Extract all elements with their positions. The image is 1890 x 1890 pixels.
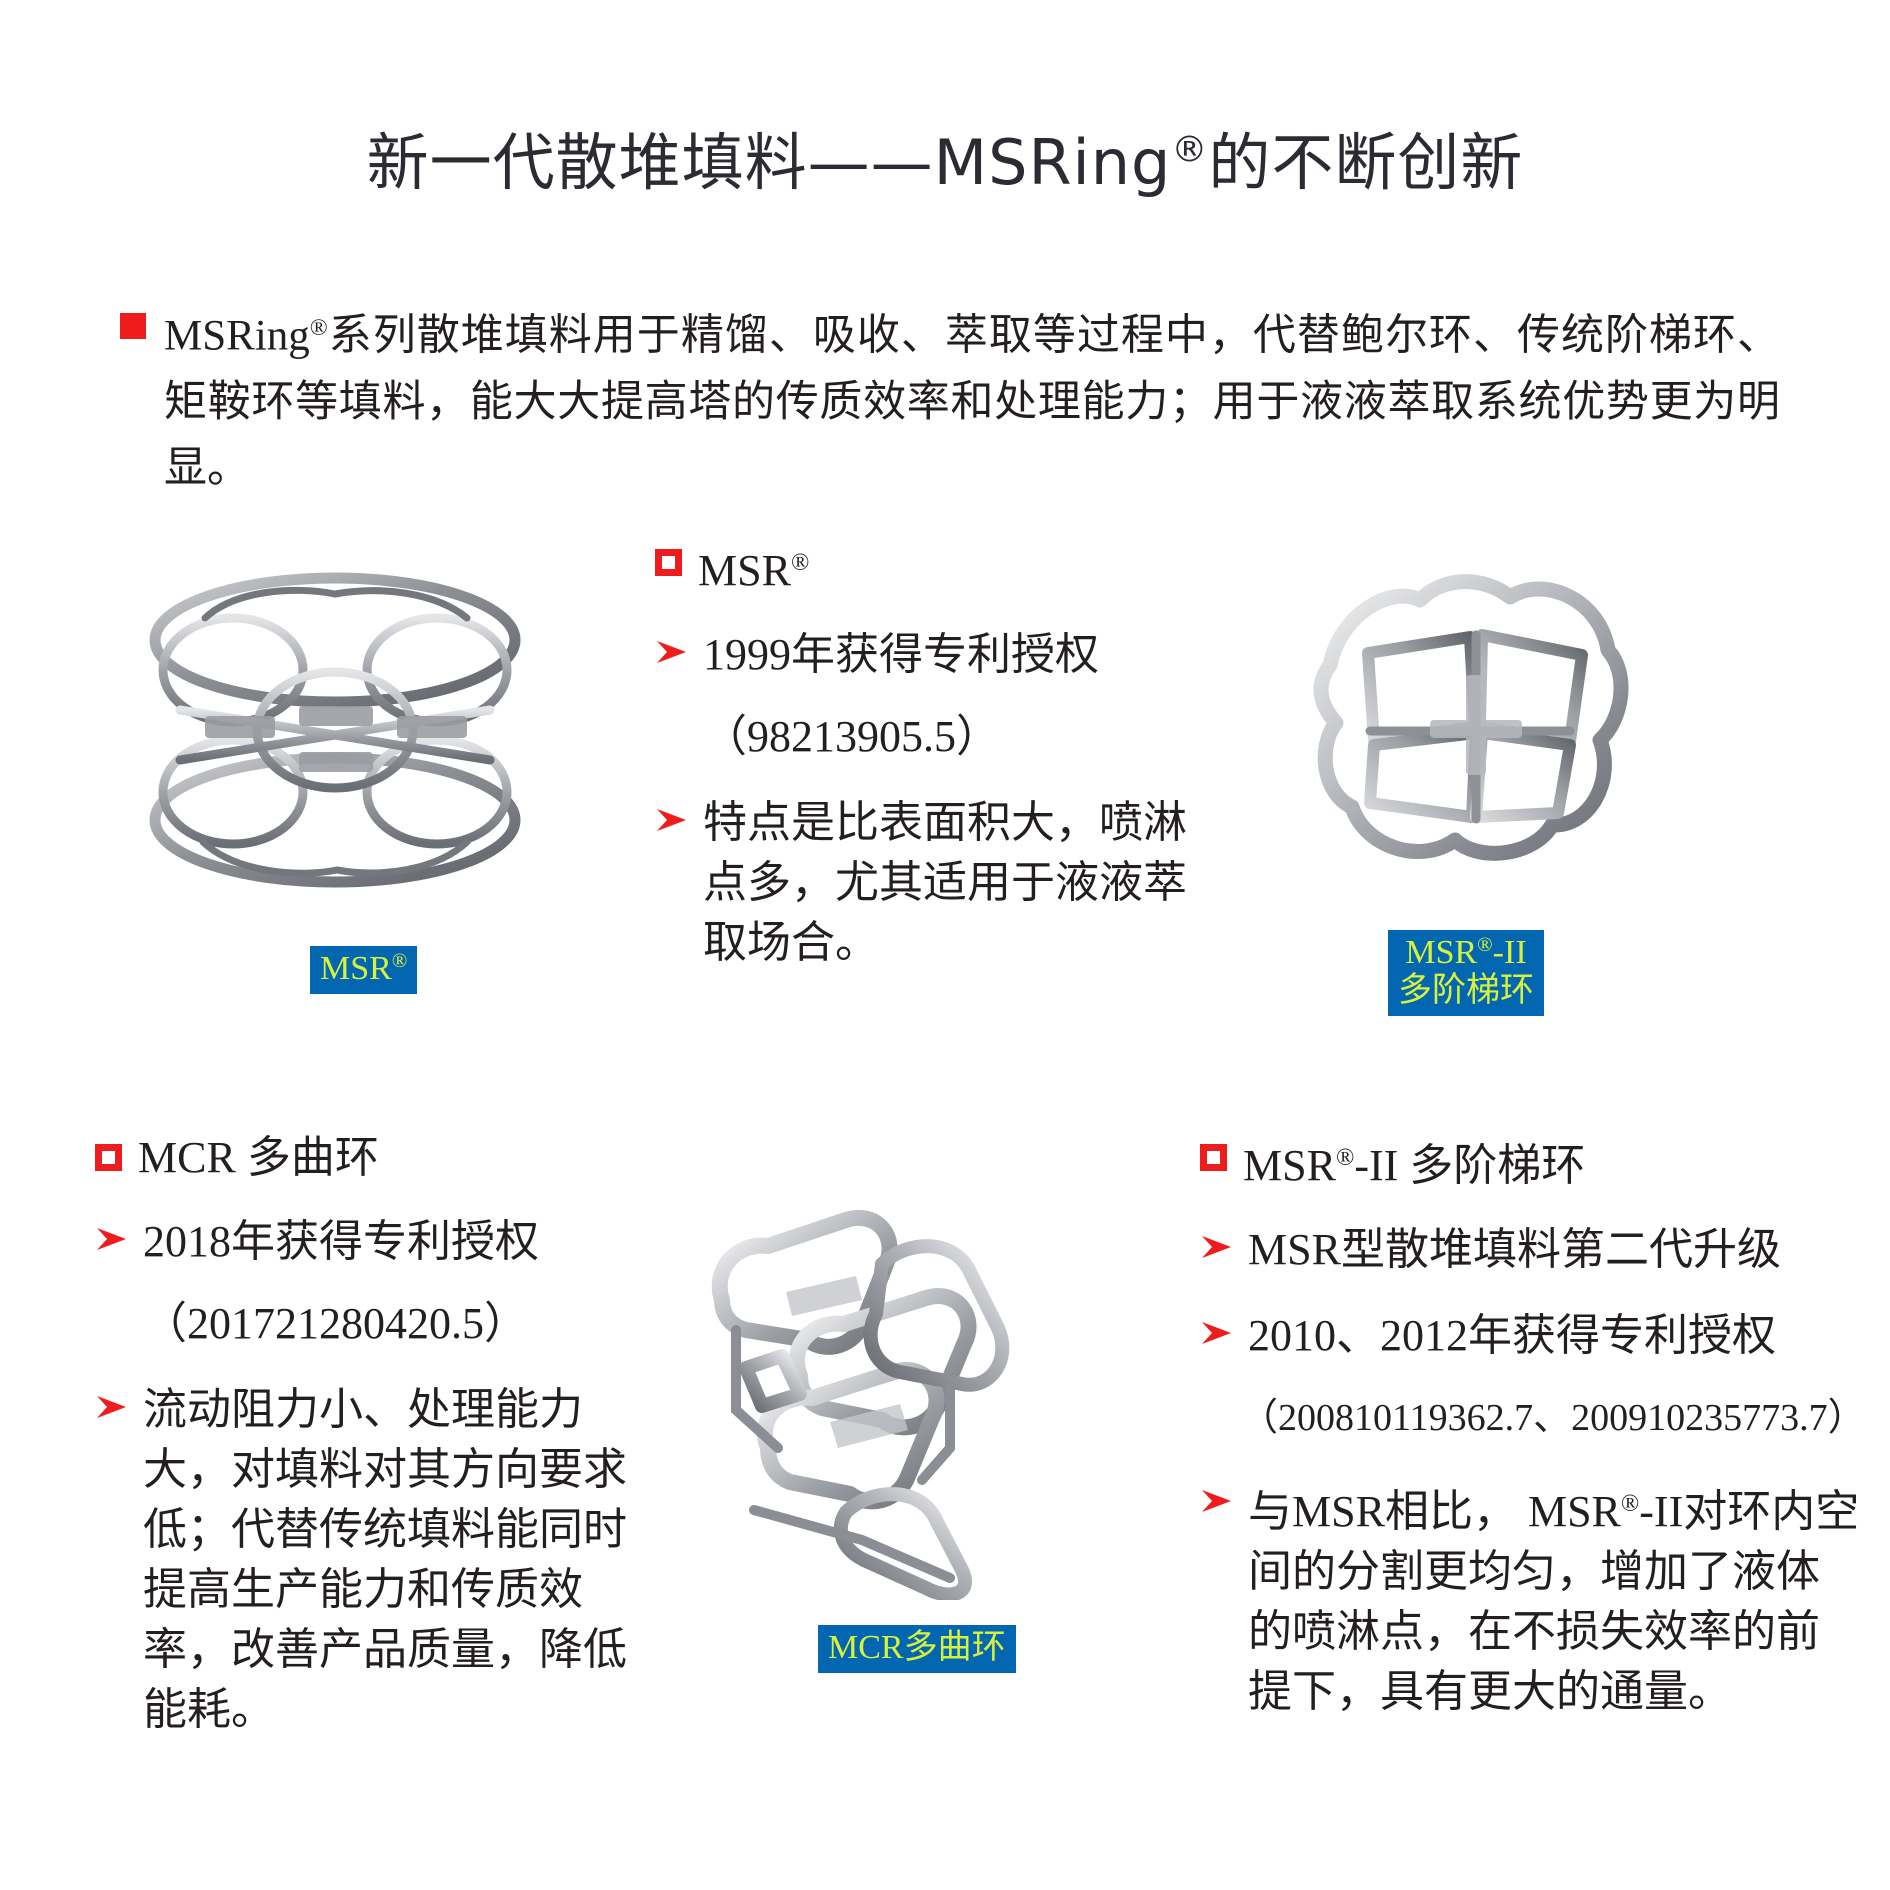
mcr-heading-row: MCR 多曲环 [95,1130,665,1186]
red-arrow-icon [95,1394,129,1428]
msr2-bullet-2-sub: （200810119362.7、200910235773.7） [1240,1397,1866,1439]
msr2-bullet-3-text: 与MSR相比， MSR®-II对环内空间的分割更均匀，增加了液体的喷淋点，在不损… [1248,1474,1860,1722]
registered-mark-icon: ® [1335,1144,1355,1171]
msr2-heading-pre: MSR [1243,1141,1336,1190]
registered-mark-icon: ® [391,950,408,972]
mcr-bullet-2-text: 流动阻力小、处理能力大，对填料对其方向要求低；代替传统填料能同时提高生产能力和传… [143,1385,627,1734]
mcr-heading-label: MCR 多曲环 [138,1133,379,1182]
mcr-image-caption-badge: MCR多曲环 [818,1625,1016,1674]
msr-caption-pre: MSR [320,950,392,988]
intro-text-post: 系列散堆填料用于精馏、吸收、萃取等过程中，代替鲍尔环、传统阶梯环、矩鞍环等填料，… [164,312,1780,492]
intro-paragraph: MSRing®系列散堆填料用于精馏、吸收、萃取等过程中，代替鲍尔环、传统阶梯环、… [120,295,1780,502]
msr2-heading-label: MSR®-II 多阶梯环 [1243,1130,1585,1194]
registered-mark-icon: ® [790,549,810,576]
msr2-bullet-3: 与MSR相比， MSR®-II对环内空间的分割更均匀，增加了液体的喷淋点，在不损… [1200,1474,1860,1722]
msr-text-column: MSR® 1999年获得专利授权 （98213905.5） 特点是比表面积大，喷… [655,535,1215,973]
msr2-packing-photo [1270,545,1670,900]
page-title-text-post: 的不断创新 [1208,126,1524,199]
red-arrow-icon [1200,1234,1234,1268]
msr-heading-text: MSR [698,546,791,595]
msr2-heading-row: MSR®-II 多阶梯环 [1200,1130,1860,1194]
msr-packing-photo [85,520,585,940]
msr2-heading-post: -II 多阶梯环 [1354,1141,1586,1190]
msr-image-caption-badge: MSR® [310,946,418,995]
msr2-image-caption-badge: MSR®-II 多阶梯环 [1388,930,1544,1017]
msr2-text-column: MSR®-II 多阶梯环 MSR型散堆填料第二代升级 2010、2012年获得专… [1200,1130,1866,1722]
msr2-caption-post: -II [1492,934,1527,972]
mcr-bullet-1: 2018年获得专利授权 [95,1212,665,1272]
msr-bullet-1-sub: （98213905.5） [703,712,1000,761]
registered-mark-icon: ® [1477,934,1493,956]
mcr-bullet-1-text: 2018年获得专利授权 [143,1217,539,1266]
page-title-text-pre: 新一代散堆填料——MSRing [366,126,1172,199]
mcr-packing-photo [650,1180,1080,1602]
red-arrow-icon [655,639,689,673]
red-hollow-square-icon [655,549,682,576]
msr-heading-label: MSR® [698,535,809,599]
msr2-bullet-3-pre: 与MSR相比， MSR [1248,1487,1621,1536]
msr-bullet-2: 特点是比表面积大，喷淋点多，尤其适用于液液萃取场合。 [655,793,1215,973]
red-arrow-icon [1200,1320,1234,1354]
msr-heading-row: MSR® [655,535,1215,599]
red-filled-square-icon [120,313,146,339]
msr2-bullet-2: 2010、2012年获得专利授权 [1200,1306,1860,1366]
msr2-caption-line2: 多阶梯环 [1398,972,1534,1010]
red-arrow-icon [95,1226,129,1260]
mcr-bullet-1-sub: （201721280420.5） [143,1299,528,1348]
page-title: 新一代散堆填料——MSRing®的不断创新 [0,112,1890,202]
msr2-bullet-2-text: 2010、2012年获得专利授权 [1248,1311,1776,1360]
registered-mark-icon: ® [309,315,328,341]
msr2-bullet-3-post: -II对环内空间的分割更均匀，增加了液体的喷淋点，在不损失效率的前提下，具有更大… [1248,1487,1860,1716]
red-hollow-square-icon [95,1144,122,1171]
red-arrow-icon [655,807,689,841]
msr2-bullet-1: MSR型散堆填料第二代升级 [1200,1220,1860,1280]
msr2-caption-line1: MSR®-II [1398,934,1534,972]
msr-bullet-1: 1999年获得专利授权 [655,625,1215,685]
mcr-text-column: MCR 多曲环 2018年获得专利授权 （201721280420.5） 流动阻… [95,1130,665,1740]
red-hollow-square-icon [1200,1144,1227,1171]
msr2-bullet-1-text: MSR型散堆填料第二代升级 [1248,1225,1781,1274]
red-arrow-icon [1200,1488,1234,1522]
msr-bullet-2-text: 特点是比表面积大，喷淋点多，尤其适用于液液萃取场合。 [703,798,1187,967]
registered-mark-icon: ® [1171,129,1209,171]
registered-mark-icon: ® [1620,1490,1640,1517]
msr-bullet-1-text: 1999年获得专利授权 [703,630,1099,679]
mcr-bullet-2: 流动阻力小、处理能力大，对填料对其方向要求低；代替传统填料能同时提高生产能力和传… [95,1380,665,1740]
msr2-caption-pre: MSR [1405,934,1478,972]
intro-paragraph-text: MSRing®系列散堆填料用于精馏、吸收、萃取等过程中，代替鲍尔环、传统阶梯环、… [164,295,1780,502]
intro-text-pre: MSRing [164,312,310,360]
